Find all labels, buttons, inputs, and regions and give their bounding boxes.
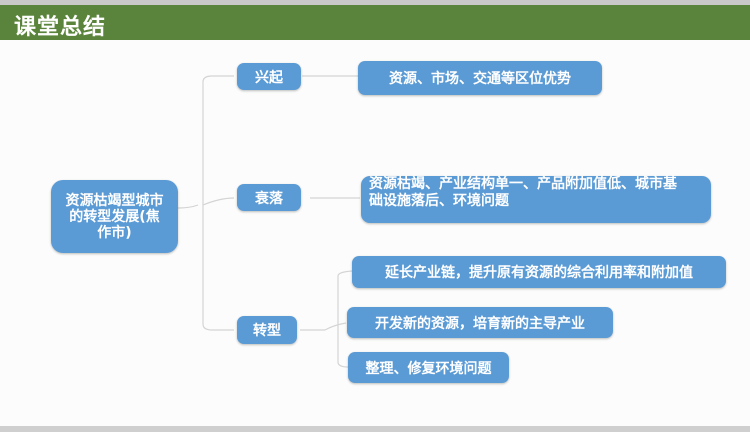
detail-rise-text: 资源、市场、交通等区位优势 xyxy=(389,71,571,87)
detail-rise: 资源、市场、交通等区位优势 xyxy=(358,61,602,95)
detail-transform-3: 整理、修复环境问题 xyxy=(348,352,509,383)
branch-decline: 衰落 xyxy=(237,184,301,211)
top-strip xyxy=(0,0,750,5)
branch-transform-label: 转型 xyxy=(253,323,281,339)
page-title: 课堂总结 xyxy=(14,15,107,40)
root-node: 资源枯竭型城市 的转型发展(焦 作市) xyxy=(51,180,178,253)
branch-transform: 转型 xyxy=(237,316,297,344)
detail-transform-3-text: 整理、修复环境问题 xyxy=(365,360,492,377)
root-line-1: 资源枯竭型城市 xyxy=(65,192,164,209)
detail-decline-line-2: 础设施落后、环境问题 xyxy=(369,193,509,209)
detail-transform-2: 开发新的资源，培育新的主导产业 xyxy=(347,307,613,338)
bottom-strip xyxy=(0,426,750,432)
detail-transform-1: 延长产业链，提升原有资源的综合利用率和附加值 xyxy=(352,256,726,288)
branch-rise: 兴起 xyxy=(237,63,301,90)
detail-transform-1-text: 延长产业链，提升原有资源的综合利用率和附加值 xyxy=(385,265,693,281)
branch-rise-label: 兴起 xyxy=(255,69,283,86)
root-line-2: 的转型发展(焦 xyxy=(69,208,160,225)
detail-transform-2-text: 开发新的资源，培育新的主导产业 xyxy=(375,315,585,332)
root-line-3: 作市) xyxy=(97,224,132,241)
title-bar: 课堂总结 xyxy=(0,5,750,40)
detail-decline: 资源枯竭、产业结构单一、产品附加值低、城市基 础设施落后、环境问题 xyxy=(361,176,711,223)
branch-decline-label: 衰落 xyxy=(255,190,283,207)
detail-decline-line-1: 资源枯竭、产业结构单一、产品附加值低、城市基 xyxy=(369,176,677,192)
